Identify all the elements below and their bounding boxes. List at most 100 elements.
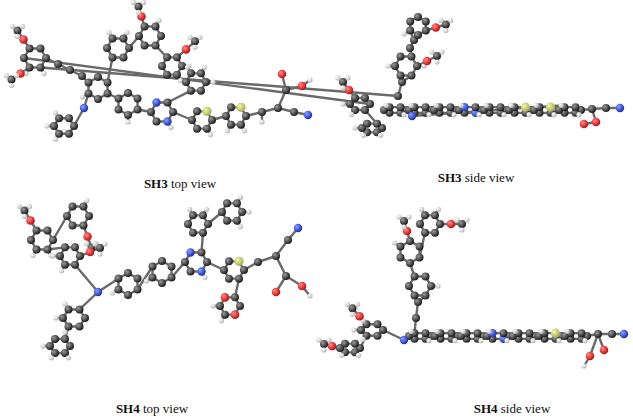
atom-ball <box>185 65 190 70</box>
atom-ball <box>360 337 365 342</box>
atom-ball <box>429 49 434 54</box>
atom-ball <box>44 226 52 234</box>
atom-ball <box>65 114 73 122</box>
atom-ball <box>197 35 202 40</box>
atom-ball <box>110 290 115 295</box>
atom-ball <box>227 103 235 111</box>
atom-ball <box>80 104 88 112</box>
atom-ball <box>538 329 543 334</box>
atom-ball <box>594 330 602 338</box>
atom-ball <box>134 106 142 114</box>
atom-ball <box>443 28 448 33</box>
atom-ball <box>204 207 209 212</box>
atom-ball <box>414 31 422 39</box>
atom-ball <box>231 310 240 319</box>
atom-ball <box>460 329 465 334</box>
atom-ball <box>361 106 369 114</box>
atom-ball <box>71 243 79 251</box>
atom-ball <box>558 103 563 108</box>
atom-ball <box>448 329 456 337</box>
atom-ball <box>187 268 195 276</box>
atom-ball <box>394 92 402 100</box>
atom-ball <box>66 355 71 360</box>
atom-ball <box>411 272 419 280</box>
atom-ball <box>17 204 22 209</box>
atom-ball <box>56 252 64 260</box>
atom-ball <box>242 112 250 120</box>
atom-ball <box>223 217 231 225</box>
atom-ball <box>27 236 35 244</box>
atom-ball <box>421 229 429 237</box>
atom-ball <box>124 89 132 97</box>
atom-ball <box>608 330 616 338</box>
atom-ball <box>405 282 413 290</box>
atom-ball <box>148 274 156 282</box>
compound-name: SH3 <box>438 170 462 185</box>
atom-ball <box>238 195 243 200</box>
atom-ball <box>581 363 586 368</box>
atom-ball <box>41 71 46 76</box>
view-name: side view <box>498 401 551 416</box>
atom-ball <box>164 98 172 106</box>
atom-ball <box>451 112 456 117</box>
atom-ball <box>144 278 149 283</box>
atom-ball <box>341 340 349 348</box>
atom-ball <box>508 103 513 108</box>
atom-ball <box>80 222 88 230</box>
atom-ball <box>120 54 128 62</box>
atom-ball <box>576 112 581 117</box>
atom-ball <box>411 292 419 300</box>
atom-ball <box>400 336 408 344</box>
atom-ball <box>61 335 69 343</box>
atom-ball <box>124 269 132 277</box>
atom-ball <box>199 229 207 237</box>
atom-ball <box>134 286 142 294</box>
atom-ball <box>406 259 414 267</box>
atom-ball <box>374 320 382 328</box>
atom-ball <box>168 125 173 130</box>
atom-ball <box>419 207 424 212</box>
bond-stick <box>75 265 98 292</box>
atom-ball <box>22 214 27 219</box>
atom-ball <box>578 329 586 337</box>
atom-ball <box>125 44 133 52</box>
atom-ball <box>54 60 62 68</box>
atom-ball <box>500 329 508 337</box>
atom-ball <box>435 283 440 288</box>
atom-ball <box>459 227 464 232</box>
atom-ball <box>240 266 248 274</box>
atom-ball <box>504 338 509 343</box>
atom-ball <box>501 112 506 117</box>
atom-ball <box>304 111 312 119</box>
atom-ball <box>187 35 192 40</box>
atom-ball <box>131 0 136 5</box>
atom-ball <box>208 132 213 137</box>
atom-ball <box>76 305 84 313</box>
atom-ball <box>173 71 181 79</box>
atom-ball <box>55 114 63 122</box>
atom-ball <box>521 103 530 112</box>
atom-ball <box>10 24 15 29</box>
atom-ball <box>572 103 580 111</box>
bond-stick <box>24 58 370 104</box>
atom-ball <box>114 286 122 294</box>
atom-ball <box>422 292 430 300</box>
atom-ball <box>476 112 481 117</box>
atom-ball <box>383 103 388 108</box>
atom-ball <box>204 220 212 228</box>
atom-ball <box>49 355 54 360</box>
atom-ball <box>274 104 282 112</box>
atom-ball <box>141 22 149 30</box>
atom-ball <box>69 222 77 230</box>
atom-ball <box>222 112 230 120</box>
atom-ball <box>181 258 189 266</box>
atom-ball <box>220 266 228 274</box>
atom-ball <box>33 226 41 234</box>
atom-ball <box>152 42 160 50</box>
atom-ball <box>76 323 84 331</box>
atom-ball <box>464 217 469 222</box>
atom-ball <box>225 257 233 265</box>
figure-caption: SH3 top view <box>144 176 216 192</box>
